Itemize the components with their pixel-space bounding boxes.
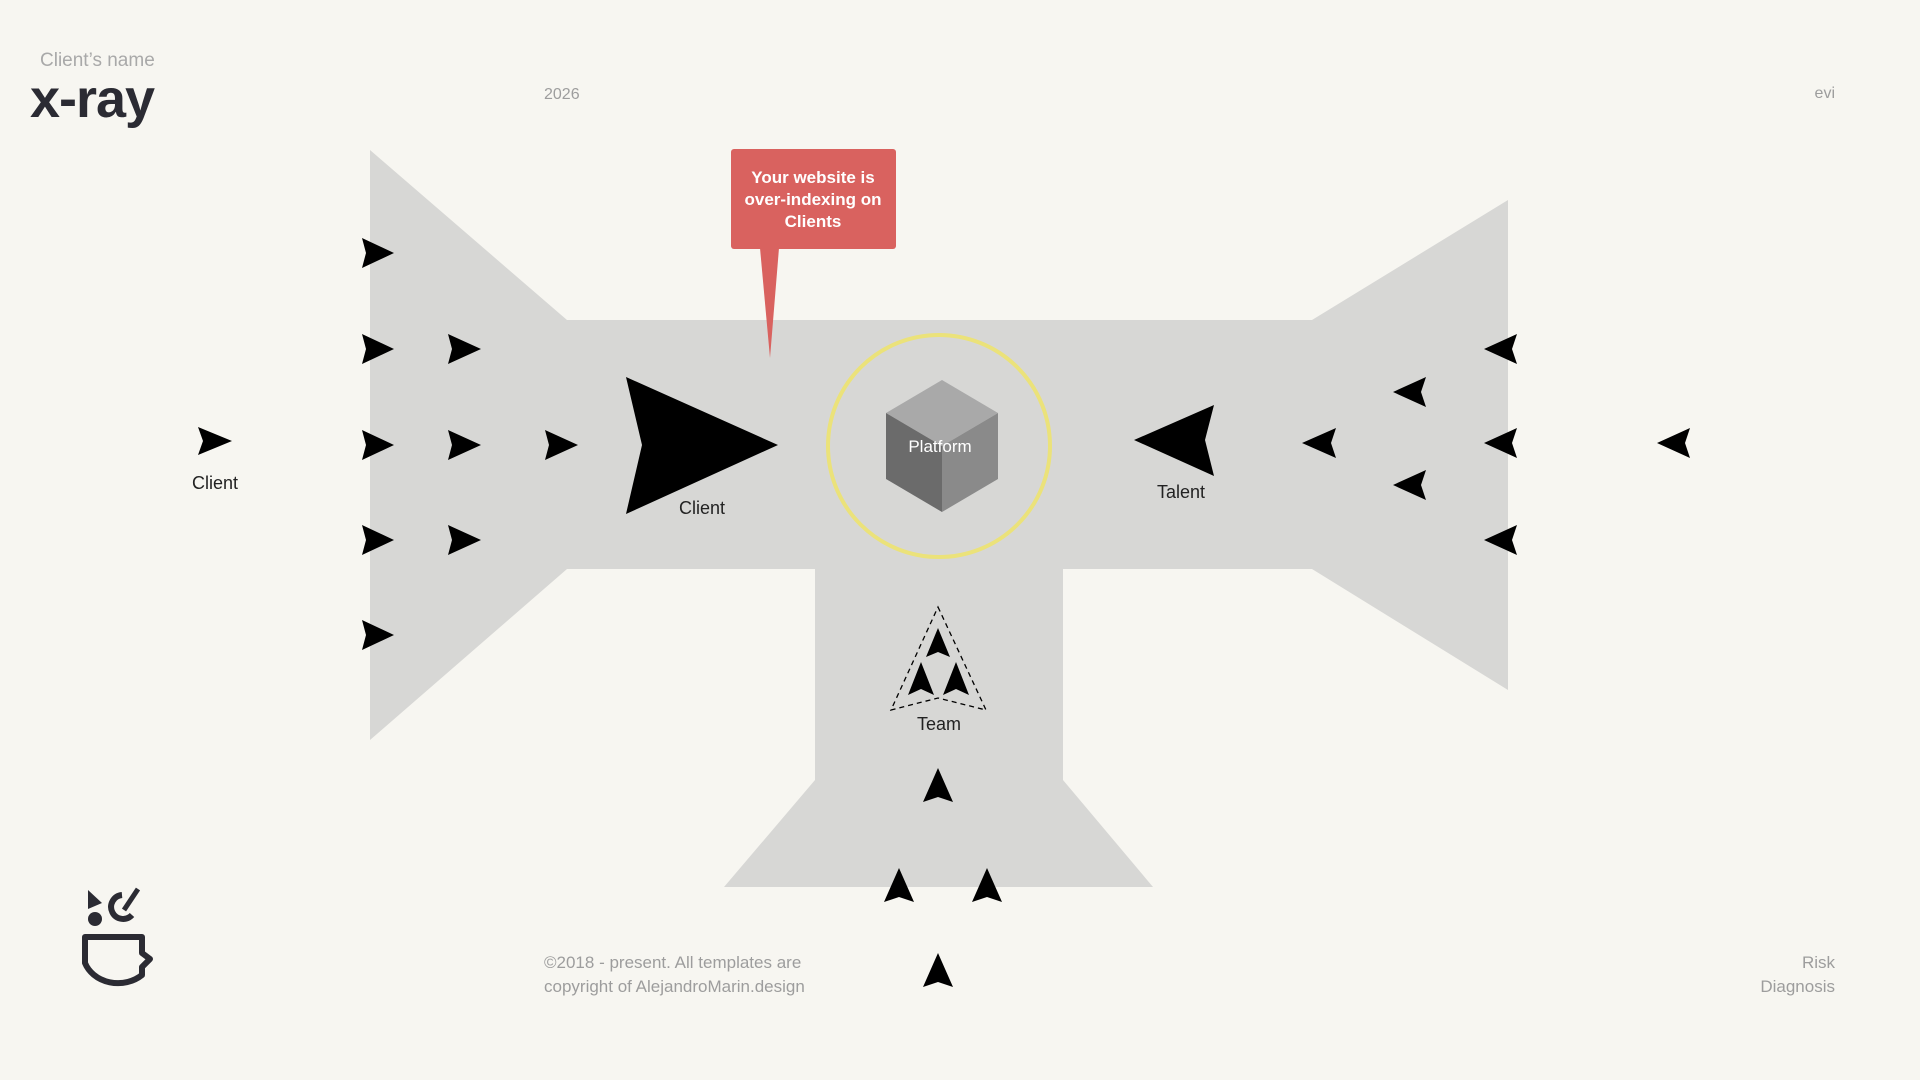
talent-label: Talent (1157, 482, 1205, 502)
arrow-left-icon (1484, 525, 1517, 555)
arrow-left-icon (1393, 377, 1426, 407)
talent-big-arrow (1134, 405, 1214, 476)
client-label: Client (679, 498, 725, 518)
client-label-outside: Client (192, 473, 238, 493)
arrow-up-icon (923, 953, 953, 987)
page-title: x-ray (30, 69, 155, 129)
arrow-right-icon (448, 334, 481, 364)
callout-line-3: Clients (785, 212, 842, 231)
arrow-right-icon (198, 427, 232, 455)
arrow-right-icon (545, 430, 578, 460)
arrow-left-icon (1393, 470, 1426, 500)
arrow-right-icon (362, 430, 394, 460)
diagnosis-label: Diagnosis (1760, 977, 1835, 996)
arrow-left-icon (1657, 428, 1690, 458)
year-label: 2026 (544, 86, 580, 103)
callout-line-2: over-indexing on (745, 190, 882, 209)
arrow-right-icon (362, 620, 394, 650)
arrow-up-icon (972, 868, 1002, 902)
callout-line-1: Your website is (751, 168, 874, 187)
arrow-left-icon (1484, 428, 1517, 458)
platform-cube-icon (886, 380, 998, 512)
arrow-up-icon (923, 768, 953, 802)
evi-label: evi (1814, 85, 1835, 102)
arrow-up-icon (884, 868, 914, 902)
arrow-right-icon (362, 525, 394, 555)
arrow-right-icon (448, 525, 481, 555)
arrow-left-icon (1302, 428, 1336, 458)
platform-label: Platform (908, 437, 971, 456)
copyright-line-2: copyright of AlejandroMarin.design (544, 977, 805, 996)
callout-bubble: Your website is over-indexing on Clients (731, 149, 896, 358)
talent-arrows (1134, 334, 1690, 555)
arrow-right-icon (448, 430, 481, 460)
team-icon (889, 605, 988, 711)
copyright-text: ©2018 - present. All templates are copyr… (544, 951, 805, 999)
flow-shape (370, 150, 1508, 887)
client-big-arrow (626, 377, 778, 514)
arrow-right-icon (362, 238, 394, 268)
copyright-line-1: ©2018 - present. All templates are (544, 953, 802, 972)
client-arrows (198, 238, 778, 650)
client-name: Client’s name (40, 50, 155, 71)
team-arrows (884, 768, 1002, 987)
brand-logo-icon (82, 887, 153, 987)
arrow-left-icon (1484, 334, 1517, 364)
team-label: Team (917, 714, 961, 734)
risk-diagnosis-label: Risk Diagnosis (1760, 951, 1835, 999)
arrow-right-icon (362, 334, 394, 364)
platform-highlight-ring (826, 333, 1052, 559)
risk-label: Risk (1801, 953, 1835, 972)
